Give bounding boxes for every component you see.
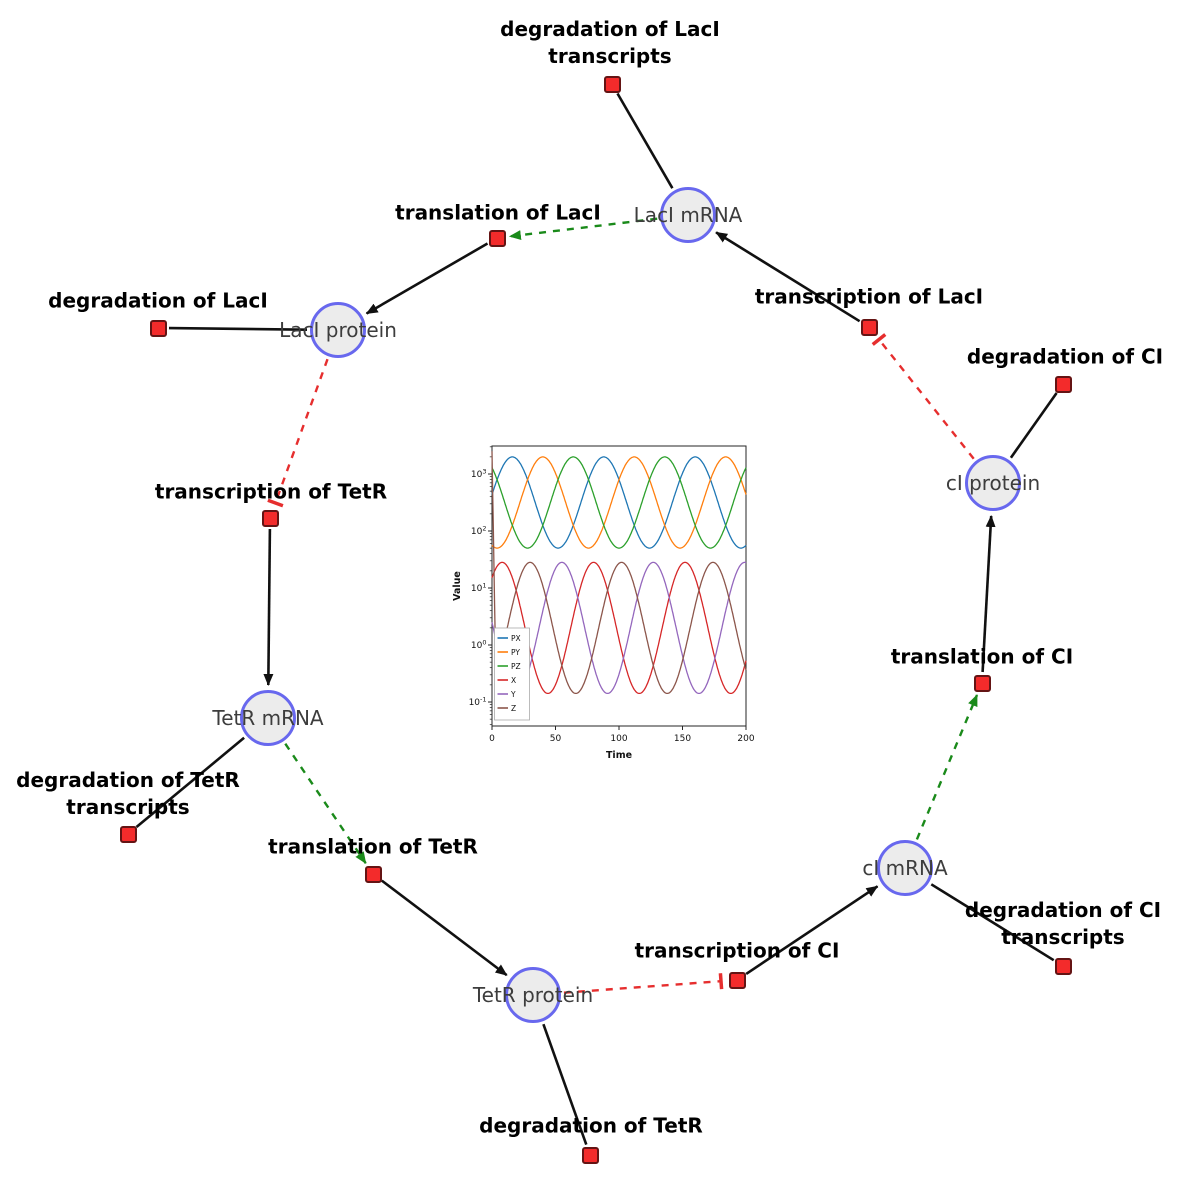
- reaction-node-deg_laci[interactable]: [149, 319, 167, 337]
- plot-area: [491, 445, 747, 727]
- reaction-label-line: degradation of CI: [966, 344, 1164, 369]
- reaction-label-deg_tetr_transcripts: degradation of TetR transcripts: [16, 767, 240, 821]
- x-tick-label: 50: [550, 734, 562, 744]
- y-tick-label: 102: [471, 525, 487, 538]
- series-line-PZ: [491, 456, 747, 549]
- reaction-node-translation_tetr[interactable]: [364, 865, 382, 883]
- series-line-X: [491, 561, 747, 695]
- reaction-node-translation_ci[interactable]: [973, 674, 991, 692]
- edge-laci_protein-transcription_tetr: [267, 358, 329, 508]
- edge-tetr_mrna-deg_tetr_transcripts: [135, 736, 245, 829]
- x-tick-label: 100: [610, 734, 627, 744]
- edge-ci_mrna-deg_ci_transcripts: [930, 883, 1055, 962]
- edge-tetr_protein-transcription_ci: [563, 973, 724, 994]
- reaction-label-transcription_tetr: transcription of TetR: [155, 479, 387, 506]
- series-line-Y: [491, 561, 747, 695]
- species-node-tetr_protein[interactable]: [505, 967, 561, 1023]
- species-node-laci_protein[interactable]: [310, 302, 366, 358]
- reaction-label-translation_tetr: translation of TetR: [268, 834, 478, 861]
- reaction-label-deg_tetr: degradation of TetR: [479, 1113, 703, 1140]
- legend-label-PY: PY: [511, 648, 520, 657]
- edge-ci_protein-deg_ci: [1009, 392, 1058, 459]
- edge-transcription_tetr-tetr_mrna: [263, 528, 274, 686]
- legend-label-Y: Y: [510, 690, 516, 699]
- edge-tetr_protein-deg_tetr: [542, 1023, 588, 1146]
- reaction-node-deg_ci_transcripts[interactable]: [1054, 957, 1072, 975]
- species-node-tetr_mrna[interactable]: [240, 690, 296, 746]
- y-tick-label: 100: [471, 639, 487, 652]
- legend-label-X: X: [511, 676, 516, 685]
- reaction-label-deg_ci_transcripts: degradation of CI transcripts: [965, 897, 1161, 951]
- edge-transcription_laci-laci_mrna: [715, 231, 861, 323]
- edge-ci_mrna-translation_ci: [915, 694, 979, 840]
- reaction-label-translation_ci: translation of CI: [891, 644, 1073, 671]
- species-node-laci_mrna[interactable]: [660, 187, 716, 243]
- reaction-label-line: transcripts: [1001, 925, 1125, 949]
- x-tick-label: 150: [674, 734, 691, 744]
- species-node-ci_mrna[interactable]: [877, 840, 933, 896]
- edge-ci_protein-transcription_laci: [871, 333, 975, 460]
- series-line-PY: [491, 456, 747, 549]
- reaction-node-deg_laci_transcripts[interactable]: [603, 75, 621, 93]
- y-axis-label: Value: [452, 571, 463, 601]
- reaction-label-line: degradation of LacI: [500, 17, 720, 41]
- y-tick-label: 103: [471, 468, 487, 481]
- species-label-tetr_mrna: TetR mRNA: [212, 706, 324, 730]
- reaction-label-deg_laci_transcripts: degradation of LacI transcripts: [500, 16, 720, 70]
- reaction-label-line: transcripts: [548, 44, 672, 68]
- reaction-label-line: degradation of TetR: [479, 1113, 703, 1138]
- x-tick-label: 0: [489, 734, 495, 744]
- species-label-laci_mrna: LacI mRNA: [633, 203, 743, 227]
- reaction-label-line: degradation of CI: [964, 898, 1162, 922]
- series-line-Z: [491, 451, 747, 695]
- reaction-label-deg_laci: degradation of LacI: [48, 288, 268, 315]
- reaction-node-deg_ci[interactable]: [1054, 375, 1072, 393]
- reaction-label-line: degradation of LacI: [48, 288, 268, 313]
- edge-transcription_ci-ci_mrna: [745, 885, 879, 975]
- reaction-node-deg_tetr[interactable]: [581, 1146, 599, 1164]
- legend-box: [494, 627, 530, 721]
- x-axis-label: Time: [606, 750, 632, 761]
- reaction-label-line: transcription of TetR: [154, 479, 388, 504]
- species-node-ci_protein[interactable]: [965, 455, 1021, 511]
- legend-label-PX: PX: [511, 634, 521, 643]
- y-tick-label: 101: [471, 582, 487, 595]
- legend-label-PZ: PZ: [511, 662, 521, 671]
- reaction-label-line: translation of TetR: [268, 834, 478, 859]
- reaction-label-line: translation of CI: [890, 644, 1074, 669]
- reaction-label-deg_ci: degradation of CI: [967, 344, 1163, 371]
- reaction-node-deg_tetr_transcripts[interactable]: [119, 825, 137, 843]
- reaction-label-line: translation of LacI: [395, 200, 601, 225]
- edges-group: [135, 92, 1058, 1146]
- reaction-node-transcription_ci[interactable]: [728, 971, 746, 989]
- species-label-ci_protein: cI protein: [945, 471, 1041, 495]
- reaction-label-line: transcription of CI: [634, 938, 840, 963]
- edge-translation_laci-laci_protein: [365, 242, 489, 315]
- reaction-node-transcription_tetr[interactable]: [261, 509, 279, 527]
- edge-translation_tetr-tetr_protein: [381, 879, 508, 977]
- edge-tetr_mrna-translation_tetr: [284, 743, 367, 865]
- reaction-label-transcription_laci: transcription of LacI: [755, 284, 983, 311]
- edge-translation_ci-ci_protein: [981, 515, 996, 673]
- edge-laci_mrna-translation_laci: [508, 217, 658, 241]
- edge-laci_mrna-deg_laci_transcripts: [616, 92, 674, 189]
- species-label-laci_protein: LacI protein: [279, 318, 397, 342]
- species-label-tetr_protein: TetR protein: [472, 983, 594, 1007]
- reaction-label-transcription_ci: transcription of CI: [635, 938, 840, 965]
- y-tick-label: 10-1: [469, 696, 487, 709]
- edge-laci_protein-deg_laci: [168, 326, 308, 331]
- reaction-node-translation_laci[interactable]: [488, 229, 506, 247]
- reaction-label-line: degradation of TetR: [16, 768, 240, 792]
- reaction-node-transcription_laci[interactable]: [860, 318, 878, 336]
- species-label-ci_mrna: cI mRNA: [862, 856, 948, 880]
- x-tick-label: 200: [737, 734, 754, 744]
- reaction-label-translation_laci: translation of LacI: [395, 200, 601, 227]
- reaction-label-line: transcripts: [66, 795, 190, 819]
- reaction-label-line: transcription of LacI: [754, 284, 984, 309]
- legend-label-Z: Z: [511, 704, 516, 713]
